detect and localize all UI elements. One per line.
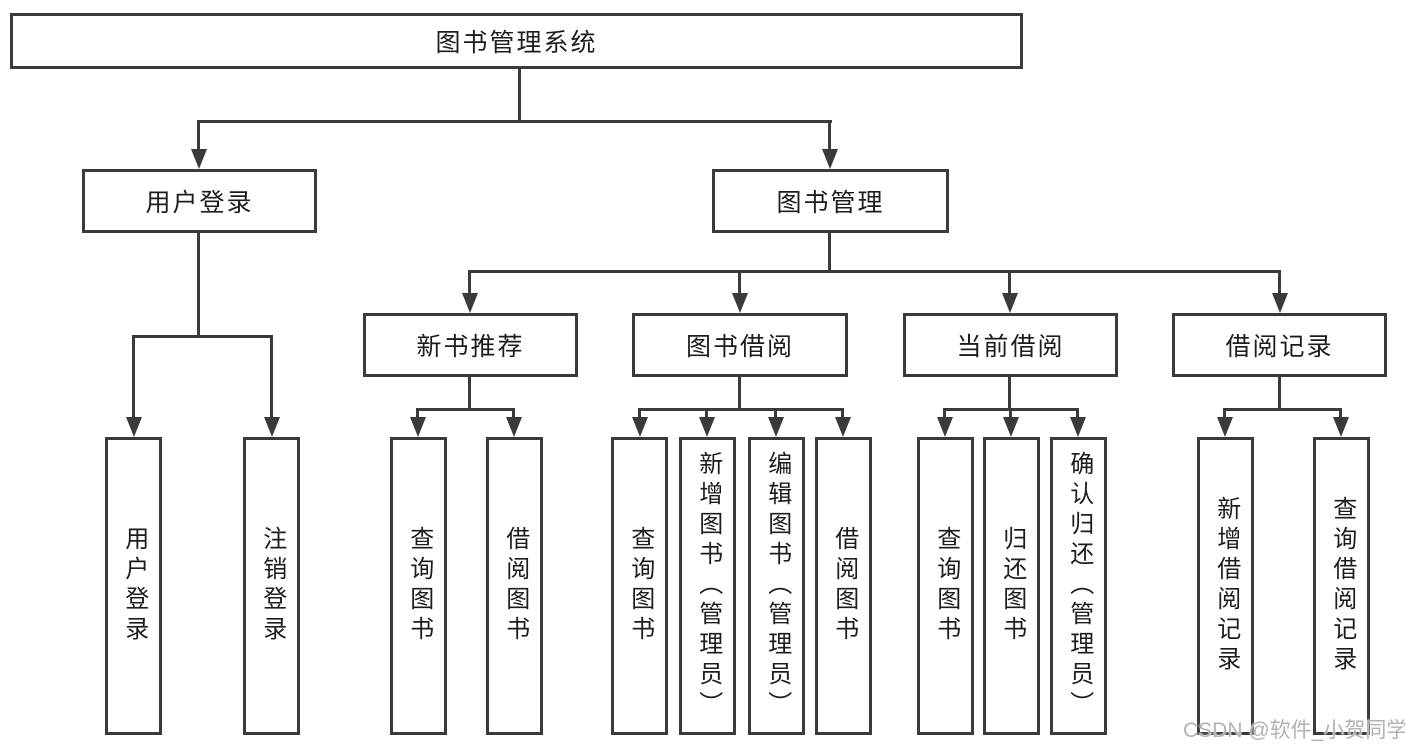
connector-stem-bb-query xyxy=(638,408,641,420)
arrowhead-bb-query xyxy=(632,417,648,437)
leaf-nb-query-books-label: 查询图书 xyxy=(405,526,433,646)
leaf-br-query-record: 查询借阅记录 xyxy=(1313,437,1370,735)
leaf-nb-borrow-books: 借阅图书 xyxy=(486,437,543,735)
node-root-label: 图书管理系统 xyxy=(435,29,598,57)
leaf-bb-borrow-books-label: 借阅图书 xyxy=(830,526,858,646)
connector-current-borrow-stem xyxy=(1008,377,1011,411)
leaf-br-add-record-label: 新增借阅记录 xyxy=(1212,496,1240,676)
connector-stem-book-mgmt xyxy=(828,120,831,152)
node-book-mgmt-label: 图书管理 xyxy=(776,189,885,217)
arrowhead-bb-borrow xyxy=(835,417,851,437)
connector-stem-bb-edit xyxy=(774,408,777,420)
arrowhead-new-book xyxy=(462,293,478,313)
node-current-borrow-label: 当前借阅 xyxy=(956,333,1065,361)
connector-stem-current-borrow xyxy=(1008,270,1011,296)
connector-stem-br-add xyxy=(1223,408,1226,420)
arrowhead-borrow-record xyxy=(1272,293,1288,313)
connector-stem-nb-borrow xyxy=(512,408,515,420)
arrowhead-nb-query xyxy=(410,417,426,437)
arrowhead-current-borrow xyxy=(1002,293,1018,313)
connector-borrow-record-stem xyxy=(1278,377,1281,411)
leaf-br-query-record-label: 查询借阅记录 xyxy=(1328,496,1356,676)
leaf-bb-query-books: 查询图书 xyxy=(611,437,668,735)
leaf-cb-confirm-return-admin-label: 确认归还（管理员） xyxy=(1065,451,1093,721)
connector-stem-book-borrow xyxy=(738,270,741,296)
connector-stem-br-query xyxy=(1339,408,1342,420)
leaf-logout: 注销登录 xyxy=(243,437,300,735)
leaf-logout-label: 注销登录 xyxy=(258,526,286,646)
connector-book-borrow-stem xyxy=(738,377,741,411)
connector-stem-borrow-record xyxy=(1278,270,1281,296)
arrowhead-br-query xyxy=(1333,417,1349,437)
leaf-user-login-label: 用户登录 xyxy=(120,526,148,646)
arrowhead-leaf-logout xyxy=(264,417,280,437)
leaf-bb-borrow-books: 借阅图书 xyxy=(815,437,872,735)
connector-root-stem xyxy=(518,69,521,123)
connector-stem-cb-query xyxy=(943,408,946,420)
arrowhead-cb-return xyxy=(1003,417,1019,437)
arrowhead-br-add xyxy=(1217,417,1233,437)
connector-user-login-bar xyxy=(133,335,273,338)
connector-new-book-stem xyxy=(468,377,471,411)
connector-stem-cb-confirm xyxy=(1076,408,1079,420)
node-current-borrow: 当前借阅 xyxy=(903,313,1118,377)
arrowhead-bb-add xyxy=(699,417,715,437)
connector-stem-cb-return xyxy=(1009,408,1012,420)
leaf-bb-add-books-admin: 新增图书（管理员） xyxy=(679,437,736,735)
leaf-cb-query-books-label: 查询图书 xyxy=(932,526,960,646)
connector-stem-nb-query xyxy=(416,408,419,420)
connector-user-login-stem xyxy=(197,233,200,337)
node-borrow-record-label: 借阅记录 xyxy=(1225,333,1334,361)
leaf-cb-query-books: 查询图书 xyxy=(917,437,974,735)
leaf-nb-borrow-books-label: 借阅图书 xyxy=(501,526,529,646)
connector-stem-new-book xyxy=(468,270,471,296)
csdn-watermark: CSDN @软件_小贺同学 xyxy=(1183,719,1405,742)
node-book-borrow-label: 图书借阅 xyxy=(685,333,794,361)
node-new-book-rec: 新书推荐 xyxy=(363,313,578,377)
connector-stem-leaf-logout xyxy=(270,335,273,419)
leaf-bb-edit-books-admin-label: 编辑图书（管理员） xyxy=(763,451,791,721)
arrowhead-bb-edit xyxy=(768,417,784,437)
leaf-br-add-record: 新增借阅记录 xyxy=(1197,437,1254,735)
leaf-bb-add-books-admin-label: 新增图书（管理员） xyxy=(694,451,722,721)
arrowhead-book-borrow xyxy=(732,293,748,313)
arrowhead-nb-borrow xyxy=(506,417,522,437)
arrowhead-cb-confirm xyxy=(1070,417,1086,437)
connector-book-mgmt-stem xyxy=(828,233,831,273)
node-book-mgmt: 图书管理 xyxy=(712,169,949,233)
connector-borrow-record-bar xyxy=(1223,408,1342,411)
arrowhead-cb-query xyxy=(937,417,953,437)
node-root: 图书管理系统 xyxy=(10,13,1023,69)
leaf-bb-edit-books-admin: 编辑图书（管理员） xyxy=(748,437,805,735)
leaf-bb-query-books-label: 查询图书 xyxy=(626,526,654,646)
connector-stem-bb-borrow xyxy=(841,408,844,420)
leaf-user-login: 用户登录 xyxy=(105,437,162,735)
connector-stem-bb-add xyxy=(705,408,708,420)
node-user-login: 用户登录 xyxy=(82,169,317,233)
leaf-cb-return-books: 归还图书 xyxy=(983,437,1040,735)
node-new-book-rec-label: 新书推荐 xyxy=(416,333,525,361)
leaf-cb-return-books-label: 归还图书 xyxy=(998,526,1026,646)
connector-stem-leaf-login xyxy=(132,335,135,419)
arrowhead-user-login xyxy=(191,149,207,169)
node-user-login-label: 用户登录 xyxy=(145,189,254,217)
connector-book-mgmt-bar xyxy=(468,270,1280,273)
connector-stem-user-login xyxy=(197,120,200,152)
connector-book-borrow-bar xyxy=(638,408,844,411)
leaf-nb-query-books: 查询图书 xyxy=(390,437,447,735)
node-borrow-record: 借阅记录 xyxy=(1172,313,1387,377)
node-book-borrow: 图书借阅 xyxy=(632,313,848,377)
leaf-cb-confirm-return-admin: 确认归还（管理员） xyxy=(1050,437,1107,735)
arrowhead-leaf-login xyxy=(126,417,142,437)
connector-root-bar xyxy=(197,120,832,123)
arrowhead-book-mgmt xyxy=(822,149,838,169)
connector-new-book-bar xyxy=(416,408,515,411)
